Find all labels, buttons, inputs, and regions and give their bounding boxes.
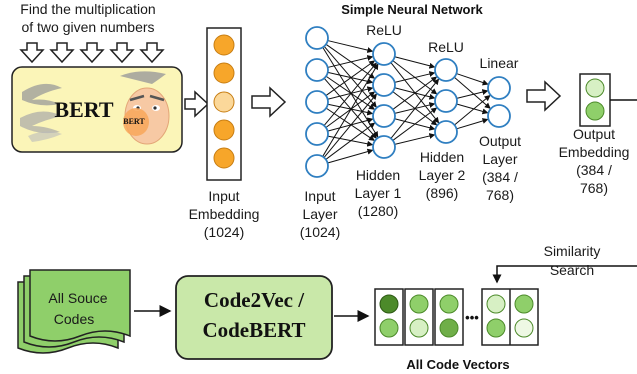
network-edge (325, 60, 376, 97)
output-layer-label-2: Layer (482, 151, 517, 167)
network-edge (327, 71, 374, 85)
network-edge (390, 78, 440, 139)
output-embedding-vector (579, 73, 611, 127)
hidden2-label-2: Layer 2 (419, 167, 466, 183)
down-arrow-icons (19, 42, 165, 64)
network-edge (327, 40, 374, 53)
down-arrow-icon (19, 42, 45, 64)
network-edge (322, 63, 379, 157)
network-edge (327, 135, 374, 147)
hidden1-neuron (372, 104, 396, 128)
task-line-2: of two given numbers (21, 19, 154, 35)
hidden2-neuron (434, 120, 458, 144)
vectors-ellipsis: ••• (465, 310, 479, 325)
output-layer-neuron (487, 76, 511, 100)
input-embedding-vector (206, 27, 242, 181)
network-edge (392, 76, 438, 110)
hidden1-activation: ReLU (366, 22, 402, 38)
down-arrow-icon (79, 42, 105, 64)
network-edge (394, 71, 436, 83)
input-layer-neuron (305, 154, 329, 178)
hidden2-activation: ReLU (428, 39, 464, 55)
input-layer-neuron (305, 90, 329, 114)
similarity-search-arrow (492, 265, 637, 284)
input-embedding-label-2: Embedding (189, 206, 260, 222)
network-edge (327, 103, 374, 116)
encoder-label-2: CodeBERT (202, 318, 305, 342)
network-edge (454, 95, 491, 126)
network-title: Simple Neural Network (341, 2, 483, 17)
hidden2-neuron (434, 58, 458, 82)
hidden2-label-1: Hidden (420, 149, 464, 165)
network-edge (325, 107, 375, 141)
network-edge (456, 73, 489, 86)
task-line-1: Find the multiplication (20, 1, 155, 17)
output-layer-label-4: 768) (486, 187, 514, 203)
encoder-box (175, 275, 333, 360)
network-edge (456, 118, 489, 130)
network-edge (327, 148, 374, 164)
bert-model-box: BERT BERT (11, 66, 183, 153)
network-edge (327, 55, 374, 68)
right-arrow-icon (184, 90, 210, 118)
hidden2-neuron (434, 89, 458, 113)
network-edge (456, 103, 489, 115)
network-edge (327, 86, 374, 100)
network-edge (394, 133, 436, 145)
code-vectors-label: All Code Vectors (406, 357, 509, 372)
network-edge (323, 93, 377, 158)
input-embedding-label-1: Input (208, 188, 239, 204)
input-embedding-label-3: (1024) (204, 224, 244, 240)
output-layer-label-3: (384 / (482, 169, 518, 185)
network-edge (327, 117, 374, 132)
network-edge (392, 107, 438, 141)
bert-label: BERT (54, 97, 113, 122)
right-arrow-icon (251, 86, 287, 118)
network-neurons (305, 26, 511, 178)
network-edge (325, 43, 375, 79)
network-edge (394, 56, 436, 69)
network-edge (325, 75, 375, 110)
bert-badge: BERT (123, 117, 145, 126)
hidden1-neuron (372, 135, 396, 159)
input-layer-label-1: Input (304, 188, 335, 204)
network-edge (325, 122, 376, 160)
network-edge (453, 76, 491, 109)
output-layer-label-1: Output (479, 133, 521, 149)
hidden1-label-3: (1280) (358, 203, 398, 219)
down-arrow-icon (139, 42, 165, 64)
output-embedding-label-3: (384 / (576, 162, 612, 178)
output-embedding-label-1: Output (573, 126, 615, 142)
down-arrow-icon (49, 42, 75, 64)
similarity-search-label-2: Search (550, 262, 594, 278)
output-activation: Linear (480, 55, 519, 71)
input-layer-label-2: Layer (302, 206, 337, 222)
source-codes-document-stack (17, 269, 131, 354)
input-layer-neuron (305, 26, 329, 50)
hidden1-neuron (372, 73, 396, 97)
source-codes-label-1: All Souce (48, 290, 107, 306)
hidden1-label-2: Layer 1 (355, 185, 402, 201)
network-connections (322, 40, 491, 164)
input-layer-neuron (305, 122, 329, 146)
network-edge (323, 77, 377, 139)
network-edge (456, 89, 489, 99)
output-layer-neuron (487, 104, 511, 128)
similarity-search-label-1: Similarity (544, 243, 601, 259)
hidden2-label-3: (896) (426, 185, 459, 201)
output-embedding-label-2: Embedding (559, 144, 630, 160)
input-layer-label-3: (1024) (300, 224, 340, 240)
source-codes-label-2: Codes (54, 311, 94, 327)
code-vectors-group (374, 288, 539, 346)
hidden1-neuron (372, 42, 396, 66)
network-edge (323, 62, 377, 126)
output-embedding-label-4: 768) (580, 180, 608, 196)
right-arrow-icon (526, 80, 562, 112)
input-layer-neuron (305, 58, 329, 82)
hidden1-label-1: Hidden (356, 167, 400, 183)
encoder-label-1: Code2Vec / (204, 288, 305, 312)
down-arrow-icon (109, 42, 135, 64)
